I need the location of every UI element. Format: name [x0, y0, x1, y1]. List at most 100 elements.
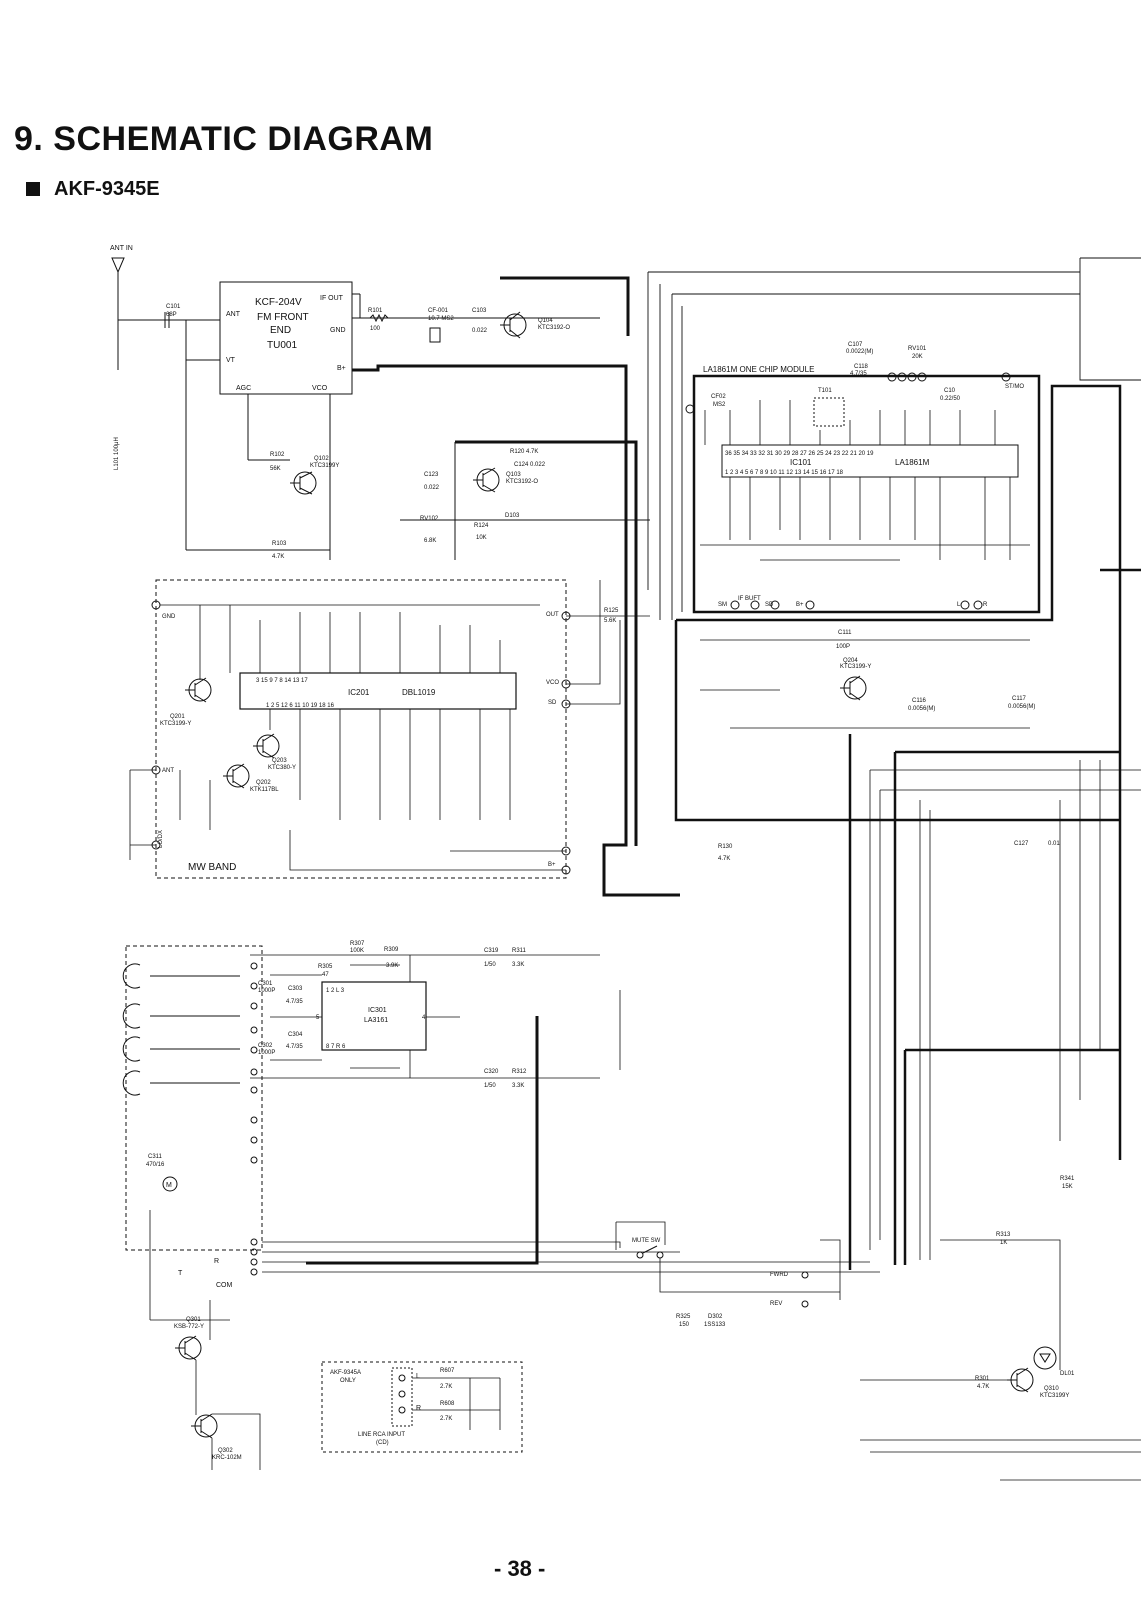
cf001-filter — [429, 327, 441, 343]
r125-value: 5.6K — [604, 618, 616, 624]
ic101-chip — [721, 444, 1019, 478]
rca-input-sub: (CD) — [376, 1440, 389, 1446]
c303-value: 4.7/35 — [286, 999, 303, 1005]
q203-part: KTC380-Y — [268, 765, 296, 771]
r301-label: R301 — [975, 1376, 990, 1382]
q202-transistor — [223, 763, 250, 789]
rca-jack-pins — [398, 1374, 406, 1414]
c107-value: 0.0022(M) — [846, 349, 873, 355]
switch-t-label: T — [178, 1270, 183, 1277]
ic301-pin-5: 5 — [316, 1015, 320, 1021]
r103-value: 4.7K — [272, 554, 284, 560]
q201-transistor — [185, 677, 212, 703]
r130-value: 4.7K — [718, 856, 730, 862]
switch-com-label: COM — [216, 1282, 233, 1289]
c127-value: 0.01 — [1048, 841, 1060, 847]
q103-label: Q103 — [506, 472, 521, 478]
q102-part: KTC3199Y — [310, 463, 339, 469]
q203-transistor — [253, 733, 280, 759]
tuner-block — [219, 281, 353, 395]
mw-pin-vco: VCO — [546, 680, 559, 686]
mute-switch-label: MUTE SW — [632, 1238, 661, 1244]
module-bottom-pins — [685, 404, 983, 610]
tuner-pin-vt: VT — [226, 357, 236, 364]
c116-value: 0.0056(M) — [908, 706, 935, 712]
q201-part: KTC3199-Y — [160, 721, 191, 727]
q302-label: Q302 — [218, 1448, 233, 1454]
r120-label: R120 4.7K — [510, 449, 538, 455]
r325-label: R325 — [676, 1314, 691, 1320]
tuner-ref: TU001 — [267, 340, 297, 351]
model-label: AKF-9345E — [54, 178, 160, 200]
t101-label: T101 — [818, 388, 832, 394]
r307-value: 100K — [350, 948, 364, 954]
tuner-pin-ant: ANT — [226, 311, 241, 318]
q202-part: KTK117BL — [250, 787, 279, 793]
q203-label: Q203 — [272, 758, 287, 764]
ic201-chip — [239, 672, 517, 710]
rca-input-block — [321, 1361, 523, 1453]
ic201-label: IC201 — [348, 688, 370, 697]
r124-label: R124 — [474, 523, 489, 529]
tuner-line2: FM FRONT — [257, 312, 309, 323]
q310-part: KTC3199Y — [1040, 1393, 1069, 1399]
cf001-value: 10.7 MS2 — [428, 316, 454, 322]
c124-label: C124 0.022 — [514, 462, 546, 468]
r102-label: R102 — [270, 452, 285, 458]
q301-part: KSB-772-Y — [174, 1324, 204, 1330]
module-pin-bplus: B+ — [796, 602, 804, 608]
fwrd-label: FWRD — [770, 1272, 789, 1278]
tuner-name: KCF-204V — [255, 297, 302, 308]
r325-value: 150 — [679, 1322, 690, 1328]
r103-label: R103 — [272, 541, 287, 547]
mw-pin-gnd: GND — [162, 614, 176, 620]
tape-heads — [122, 963, 240, 1096]
r312-value: 3.3K — [512, 1083, 524, 1089]
c301-label: C301 — [258, 981, 273, 987]
c301-value: 1000P — [258, 988, 275, 994]
q102-transistor — [290, 471, 317, 495]
tuner-pin-ifout: IF OUT — [320, 295, 344, 302]
page-number: - 38 - — [494, 1556, 546, 1581]
ic301-pins-bottom: 8 7 R 6 — [326, 1044, 346, 1050]
c101-value: 68P — [166, 312, 177, 318]
rca-only-label: ONLY — [340, 1378, 356, 1384]
antenna-symbol — [111, 257, 125, 370]
r301-value: 4.7K — [977, 1384, 989, 1390]
q310-label: Q310 — [1044, 1386, 1059, 1392]
c319-value: 1/50 — [484, 962, 496, 968]
r102-value: 56K — [270, 466, 281, 472]
page-title: 9. SCHEMATIC DIAGRAM — [14, 120, 434, 158]
cf02-value: MS2 — [713, 402, 726, 408]
mw-band-block — [155, 579, 567, 879]
connector-pins — [250, 962, 258, 1276]
mw-pin-ant: ANT — [162, 768, 174, 774]
r125-label: R125 — [604, 608, 619, 614]
q302-transistor — [191, 1413, 218, 1439]
mute-switch — [636, 1245, 664, 1259]
c320-value: 1/50 — [484, 1083, 496, 1089]
rev-label: REV — [770, 1301, 782, 1307]
ic301-pin-4: 4 — [422, 1015, 426, 1021]
c302-value: 1000P — [258, 1050, 275, 1056]
la1861m-module — [692, 374, 1041, 614]
rca-input-label: LINE RCA INPUT — [358, 1432, 405, 1438]
t101-transformer — [813, 397, 845, 427]
model-heading: AKF-9345E — [26, 178, 160, 201]
r305-label: R305 — [318, 964, 333, 970]
motor-icon-letter: M — [166, 1182, 172, 1189]
r311-value: 3.3K — [512, 962, 524, 968]
module-pin-ifbuft: IF BUFT — [738, 596, 761, 602]
c10-value: 0.22/50 — [940, 396, 961, 402]
q102-label: Q102 — [314, 456, 329, 462]
q301-transistor — [175, 1335, 202, 1361]
q204-transistor — [840, 675, 867, 701]
rv101-value: 20K — [912, 354, 923, 360]
d302-label: D302 — [708, 1314, 723, 1320]
ant-in-label: ANT IN — [110, 245, 133, 252]
r311-label: R311 — [512, 948, 527, 954]
rv102-label: RV102 — [420, 516, 439, 522]
mw-port-pins — [151, 600, 571, 875]
r341-label: R341 — [1060, 1176, 1075, 1182]
c117-value: 0.0056(M) — [1008, 704, 1035, 710]
